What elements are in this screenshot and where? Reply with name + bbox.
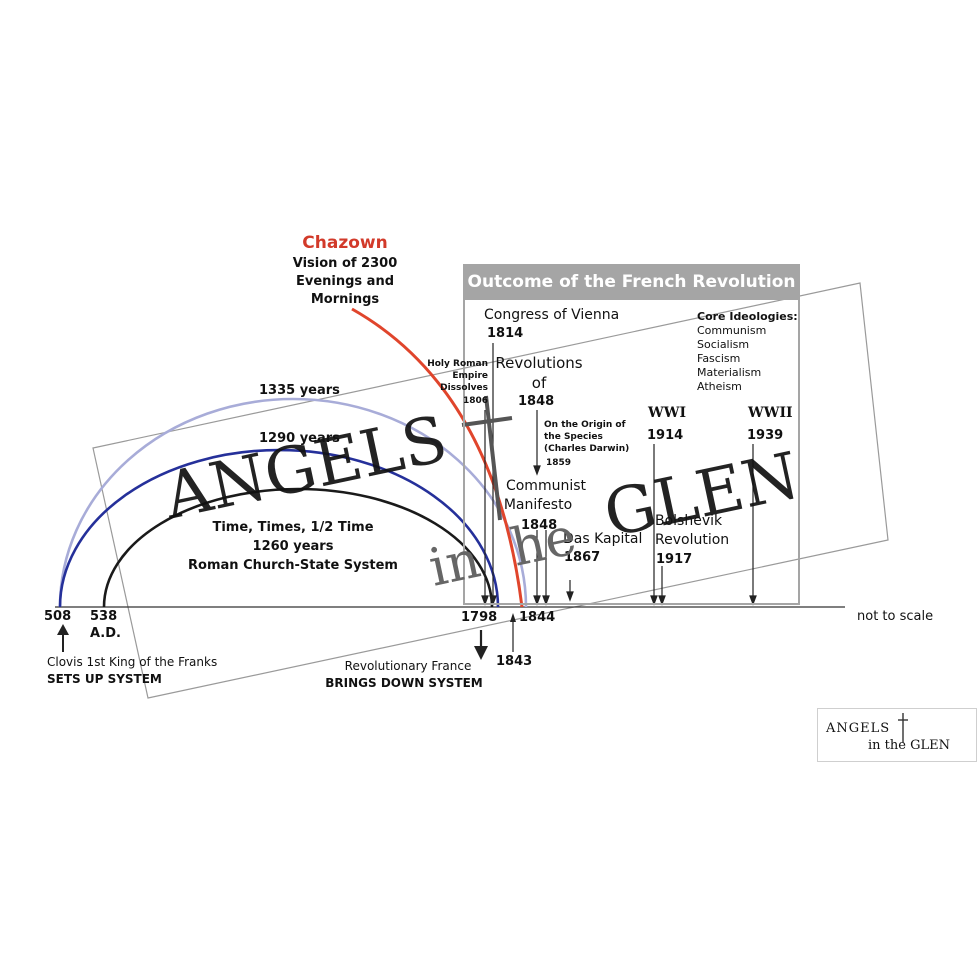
origin-line-1: On the Origin of [544,420,626,430]
ideology-item: Socialism [697,338,750,351]
chazown-title: Chazown [302,233,388,253]
year-1844: 1844 [519,610,556,625]
ideology-item: Communism [697,324,767,337]
watermark-cross [461,395,513,521]
year-1939: 1939 [747,428,784,443]
year-1848-manifesto: 1848 [521,518,558,533]
year-1814: 1814 [487,326,524,341]
ideology-item: Fascism [697,352,741,365]
vision-line-1: Vision of 2300 [292,256,398,271]
ideology-item: Atheism [697,380,742,393]
bolshevik-line-1: Bolshevik [655,513,723,529]
arrow-508 [57,624,69,652]
label-church-state: Roman Church-State System [188,558,398,573]
year-1798: 1798 [461,610,498,625]
year-508: 508 [44,609,72,624]
core-ideologies-title: Core Ideologies: [697,310,798,323]
brand-logo: ANGELS in the GLEN [817,708,977,762]
label-1260-years: 1260 years [252,539,334,554]
arrow-1843 [510,613,516,652]
year-1917: 1917 [656,552,693,567]
revolutions-line-1: Revolutions [495,354,583,372]
bolshevik-line-2: Revolution [655,532,730,548]
year-1859: 1859 [546,458,572,468]
arc-1290-years [58,448,500,608]
ideology-item: Materialism [697,366,762,379]
arrow-1798 [474,630,488,660]
not-to-scale: not to scale [857,609,934,624]
year-1848: 1848 [518,394,555,409]
year-1843: 1843 [496,654,533,669]
label-1335-years: 1335 years [259,383,340,398]
communist-line-1: Communist [505,478,587,494]
revolutions-line-2: of [531,374,547,392]
wwii-label: WWII [748,405,793,421]
wwi-label: WWI [648,405,686,421]
origin-line-3: (Charles Darwin) [544,444,630,454]
sets-up-system: SETS UP SYSTEM [47,672,162,686]
logo-cross-icon [898,713,908,743]
origin-line-2: the Species [544,432,603,442]
vision-line-3: Mornings [310,292,380,307]
revolutionary-france: Revolutionary France [344,659,472,673]
logo-in-the-glen: in the GLEN [868,738,950,753]
brings-down-system: BRINGS DOWN SYSTEM [325,676,483,690]
panel-header: Outcome of the French Revolution [463,264,800,300]
watermark-frame [92,282,889,699]
congress-of-vienna: Congress of Vienna [484,307,620,323]
communist-line-2: Manifesto [503,497,573,513]
hre-line-1: Holy Roman [427,359,488,369]
hre-line-3: Dissolves [440,383,488,393]
hre-line-2: Empire [452,371,488,381]
label-ad: A.D. [90,626,121,641]
clovis-note: Clovis 1st King of the Franks [47,655,218,669]
year-1914: 1914 [647,428,684,443]
year-1867: 1867 [564,550,601,565]
event-arrows [481,343,757,606]
arc-1260-years [102,487,494,608]
year-538: 538 [90,609,118,624]
label-1290-years: 1290 years [259,431,340,446]
das-kapital: Das Kapital [563,531,643,547]
vision-line-2: Evenings and [295,274,395,289]
logo-angels: ANGELS [826,721,891,736]
hre-year: 1806 [462,396,488,406]
label-time-times: Time, Times, 1/2 Time [212,520,374,535]
